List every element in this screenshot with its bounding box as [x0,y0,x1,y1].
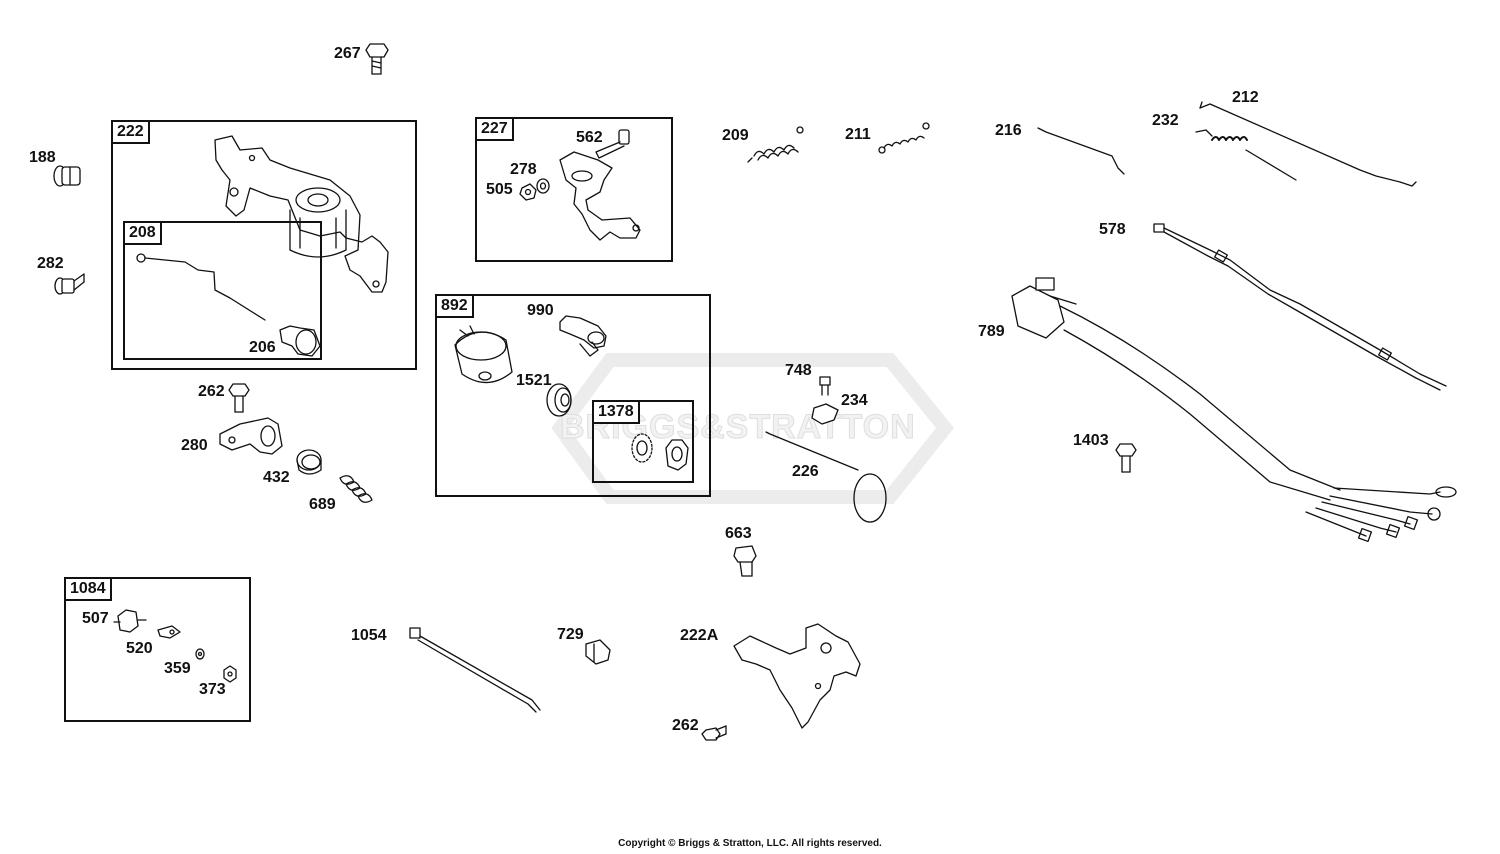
part-label-789[interactable]: 789 [978,323,1005,340]
nut-505-icon[interactable] [519,183,537,201]
part-label-748[interactable]: 748 [785,362,812,379]
bracket-280-icon[interactable] [219,417,283,455]
screw-262-icon[interactable] [228,383,250,413]
copyright-notice: Copyright © Briggs & Stratton, LLC. All … [618,838,882,849]
part-label-663[interactable]: 663 [725,525,752,542]
clip-234-icon[interactable] [811,403,839,425]
spring-211-icon[interactable] [878,122,930,154]
part-label-1403[interactable]: 1403 [1073,432,1109,449]
part-label-226[interactable]: 226 [792,463,819,480]
ring-432-icon[interactable] [296,449,322,475]
part-label-188[interactable]: 188 [29,149,56,166]
group-label-1084[interactable]: 1084 [64,577,112,601]
part-label-990[interactable]: 990 [527,302,554,319]
pin-562-icon[interactable] [595,129,630,159]
part-label-507[interactable]: 507 [82,610,109,627]
part-label-689[interactable]: 689 [309,496,336,513]
lock-washer-1378-icon[interactable] [631,433,653,463]
control-bracket-222-icon[interactable] [214,135,389,293]
part-label-282[interactable]: 282 [37,255,64,272]
spring-209-icon[interactable] [747,126,804,163]
part-label-432[interactable]: 432 [263,469,290,486]
key-990-icon[interactable] [559,315,607,357]
part-label-578[interactable]: 578 [1099,221,1126,238]
screw-262-lower-icon[interactable] [701,725,727,741]
part-label-520[interactable]: 520 [126,640,153,657]
part-label-209[interactable]: 209 [722,127,749,144]
group-label-1378[interactable]: 1378 [592,400,640,424]
group-box-227 [475,117,673,262]
group-label-227[interactable]: 227 [475,117,514,141]
part-label-1054[interactable]: 1054 [351,627,387,644]
rod-208-icon[interactable] [136,253,266,321]
group-box-1378 [592,400,694,483]
nut-373-icon[interactable] [223,665,237,683]
nut-1378-icon[interactable] [665,439,689,471]
part-label-1521[interactable]: 1521 [516,372,552,389]
wiring-harness-789-icon[interactable] [1011,277,1457,543]
group-label-892[interactable]: 892 [435,294,474,318]
part-label-211[interactable]: 211 [845,126,871,143]
cable-tie-1054-icon[interactable] [409,627,541,713]
group-label-222[interactable]: 222 [111,120,150,144]
spring-689-icon[interactable] [339,475,373,503]
screw-188-icon[interactable] [53,165,81,187]
part-label-262[interactable]: 262 [198,383,225,400]
part-label-267[interactable]: 267 [334,45,361,62]
screw-663-icon[interactable] [733,545,757,577]
washer-359-icon[interactable] [195,648,205,660]
clip-729-icon[interactable] [585,639,611,665]
group-box-222 [111,120,417,370]
screw-282-icon[interactable] [54,273,85,295]
screw-267-icon[interactable] [365,43,389,75]
group-label-208[interactable]: 208 [123,221,162,245]
spring-232-icon[interactable] [1195,129,1297,181]
part-label-280[interactable]: 280 [181,437,208,454]
group-box-892 [435,294,711,497]
bracket-222A-icon[interactable] [733,623,861,729]
screw-1403-icon[interactable] [1115,443,1137,473]
part-label-262-lower[interactable]: 262 [672,717,699,734]
bracket-227-icon[interactable] [559,151,641,241]
part-label-278[interactable]: 278 [510,161,537,178]
washer-278-icon[interactable] [536,178,550,194]
rod-226-icon[interactable] [765,431,887,523]
group-box-1084 [64,577,251,722]
switch-507-icon[interactable] [113,609,147,633]
bezel-1521-icon[interactable] [546,383,572,417]
knob-206-icon[interactable] [279,325,321,357]
part-label-729[interactable]: 729 [557,626,584,643]
terminal-520-icon[interactable] [157,625,181,639]
rod-216-icon[interactable] [1037,127,1125,175]
part-label-216[interactable]: 216 [995,122,1022,139]
wire-578-icon[interactable] [1153,223,1447,391]
part-label-232[interactable]: 232 [1152,112,1179,129]
ignition-switch-892-icon[interactable] [454,325,513,384]
part-label-234[interactable]: 234 [841,392,868,409]
rod-212-icon[interactable] [1199,101,1417,187]
part-label-222A[interactable]: 222A [680,627,719,644]
part-label-373[interactable]: 373 [199,681,226,698]
screw-748-icon[interactable] [819,376,831,396]
part-label-206[interactable]: 206 [249,339,276,356]
part-label-359[interactable]: 359 [164,660,191,677]
part-label-562[interactable]: 562 [576,129,603,146]
part-label-212[interactable]: 212 [1232,89,1259,106]
part-label-505[interactable]: 505 [486,181,513,198]
group-box-208 [123,221,322,360]
